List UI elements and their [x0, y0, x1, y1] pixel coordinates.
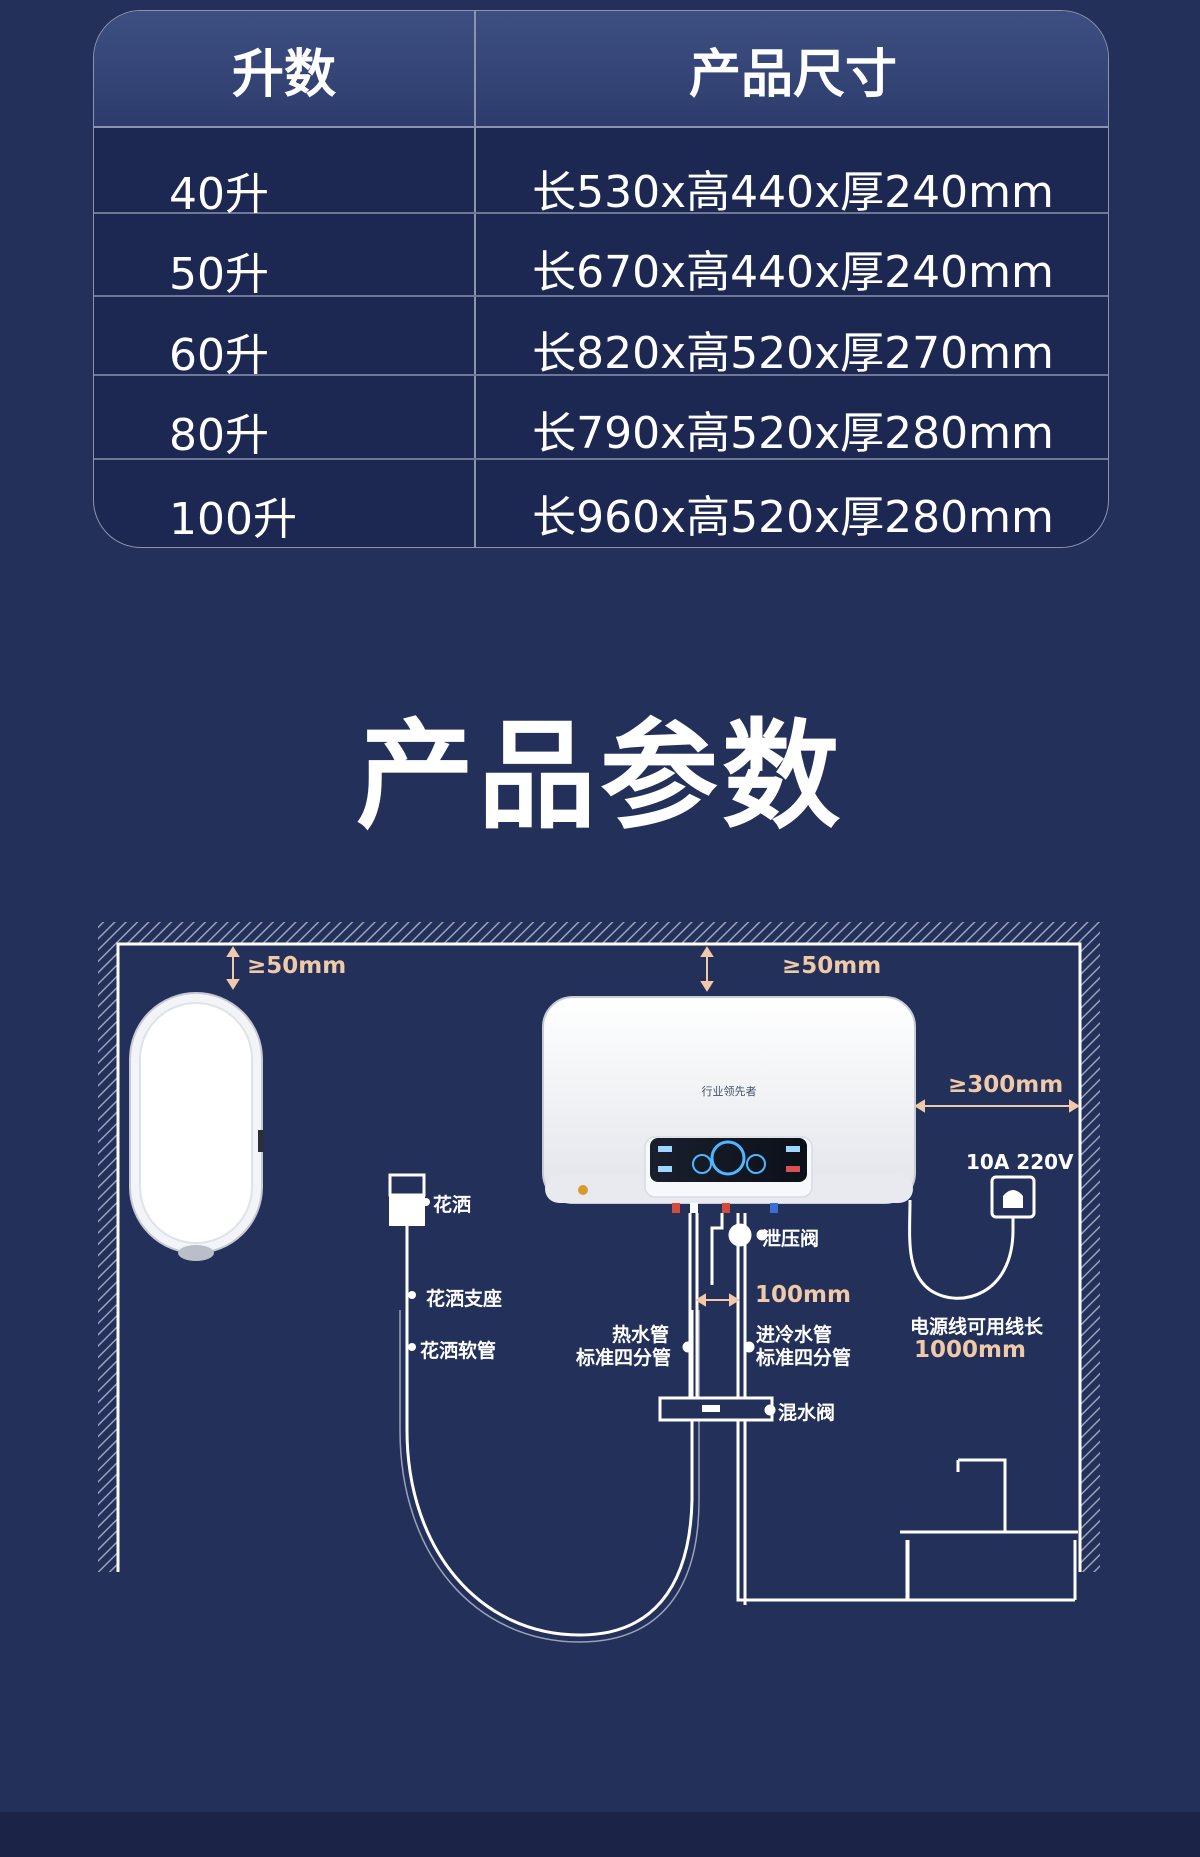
- cord-length: 1000mm: [914, 1337, 1026, 1363]
- row-divider: [94, 212, 1108, 214]
- table-row-size: 长790x高520x厚280mm: [532, 408, 1054, 459]
- display-screen: [650, 1138, 807, 1182]
- dimension-arrow: [700, 946, 714, 992]
- outlet-rating: 10A 220V: [966, 1150, 1074, 1174]
- row-divider: [94, 374, 1108, 376]
- dimension-arrow: [914, 1099, 1080, 1113]
- clearance-top-left: ≥50mm: [247, 953, 347, 979]
- label-relief-valve: 泄压阀: [762, 1228, 820, 1250]
- bottom-bar: [0, 1812, 1200, 1857]
- wall-lamp-icon: [129, 992, 264, 1261]
- label-shower-hose: 花洒软管: [420, 1340, 497, 1362]
- table-row-capacity: 100升: [169, 494, 297, 545]
- table-row-size: 长530x高440x厚240mm: [532, 167, 1054, 218]
- row-divider: [94, 458, 1108, 460]
- wall-outline: [116, 942, 1082, 1572]
- label-cold-pipe: 进冷水管: [756, 1324, 833, 1346]
- row-divider: [94, 295, 1108, 297]
- logo-icon: [578, 1185, 588, 1195]
- heater-brand-text: 行业领先者: [702, 1085, 757, 1098]
- label-hot-pipe: 热水管: [612, 1324, 670, 1346]
- table-row-capacity: 60升: [169, 330, 269, 381]
- table-row-size: 长960x高520x厚280mm: [532, 492, 1054, 543]
- table-row-capacity: 50升: [169, 249, 269, 300]
- cord-label: 电源线可用线长: [910, 1316, 1044, 1338]
- table-row-size: 长820x高520x厚270mm: [532, 328, 1054, 379]
- table-header: [94, 11, 1108, 128]
- dimension-arrow: [695, 1293, 740, 1307]
- installation-diagram: 行业领先者: [0, 900, 1200, 1720]
- wall-hatching: [98, 922, 1100, 1572]
- label-cold-pipe-spec: 标准四分管: [756, 1347, 852, 1369]
- shower-head-icon: [388, 1173, 430, 1351]
- water-heater: 行业领先者: [542, 996, 916, 1213]
- power-outlet-icon: [908, 1175, 1036, 1300]
- label-mixing-valve: 混水阀: [778, 1402, 836, 1424]
- table-row-capacity: 80升: [169, 410, 269, 461]
- column-divider: [474, 11, 476, 547]
- label-shower-head: 花洒: [433, 1194, 472, 1216]
- size-table: 升数 产品尺寸 40升 长530x高440x厚240mm 50升 长670x高4…: [93, 10, 1109, 548]
- header-capacity: 升数: [231, 45, 336, 105]
- pipe-spacing: 100mm: [755, 1282, 851, 1308]
- sink-icon: [900, 1458, 1078, 1602]
- display-ring: [710, 1140, 746, 1176]
- diagram-drawing: 行业领先者: [98, 922, 1100, 1643]
- label-shower-holder: 花洒支座: [426, 1288, 503, 1310]
- clearance-top-heater: ≥50mm: [782, 953, 882, 979]
- dimension-arrow: [226, 946, 240, 990]
- header-size: 产品尺寸: [688, 45, 897, 105]
- label-hot-pipe-spec: 标准四分管: [576, 1347, 672, 1369]
- section-title: 产品参数: [355, 707, 844, 845]
- shower-hose-line: [405, 1310, 694, 1637]
- table-row-capacity: 40升: [169, 169, 269, 220]
- table-row-size: 长670x高440x厚240mm: [532, 247, 1054, 298]
- clearance-side: ≥300mm: [948, 1072, 1064, 1098]
